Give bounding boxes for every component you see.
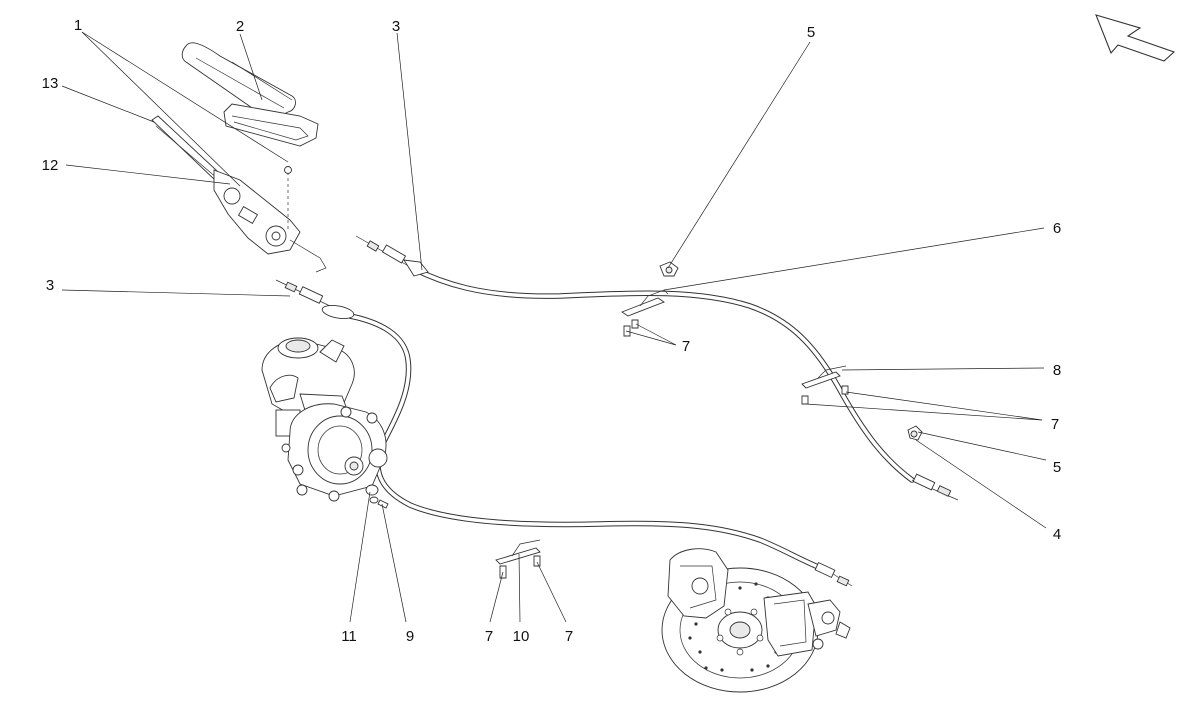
callout-7-right: 7 — [1051, 416, 1059, 433]
callout-3-lower: 3 — [46, 277, 54, 294]
callout-7-upper: 7 — [682, 338, 690, 355]
direction-arrow-icon — [1095, 14, 1176, 62]
callout-10: 10 — [513, 628, 530, 645]
parking-caliper — [763, 591, 851, 657]
parking-brake-actuator — [261, 337, 388, 502]
callout-4: 4 — [1053, 526, 1061, 543]
callout-8: 8 — [1053, 362, 1061, 379]
callout-11: 11 — [341, 628, 357, 645]
screw-9 — [377, 499, 389, 509]
hand-brake-grip — [181, 42, 296, 119]
lever-mechanism — [213, 166, 327, 273]
brake-cable-left — [275, 279, 853, 587]
callout-9: 9 — [406, 628, 414, 645]
brake-caliper-main — [667, 548, 729, 619]
bracket-8 — [801, 365, 847, 389]
lever-boot-frame — [223, 103, 319, 147]
callout-7-lower-left: 7 — [485, 628, 493, 645]
callout-7-lower-right: 7 — [565, 628, 573, 645]
bracket-10 — [495, 539, 541, 565]
callout-5-lower: 5 — [1053, 459, 1061, 476]
cable-clip-5-lower — [907, 425, 923, 441]
washer — [365, 484, 379, 504]
brake-cable-right — [355, 235, 959, 501]
screws-7-upper — [623, 319, 639, 337]
leader-lines — [61, 31, 1047, 623]
callout-2: 2 — [236, 18, 244, 35]
callout-3-upper: 3 — [392, 18, 400, 35]
bracket-6 — [621, 289, 669, 317]
callout-6: 6 — [1053, 220, 1061, 237]
callout-1: 1 — [74, 17, 82, 34]
callout-13: 13 — [42, 75, 59, 92]
callout-5-upper: 5 — [807, 24, 815, 41]
cable-clip-5-upper — [659, 261, 679, 277]
callout-12: 12 — [42, 157, 59, 174]
